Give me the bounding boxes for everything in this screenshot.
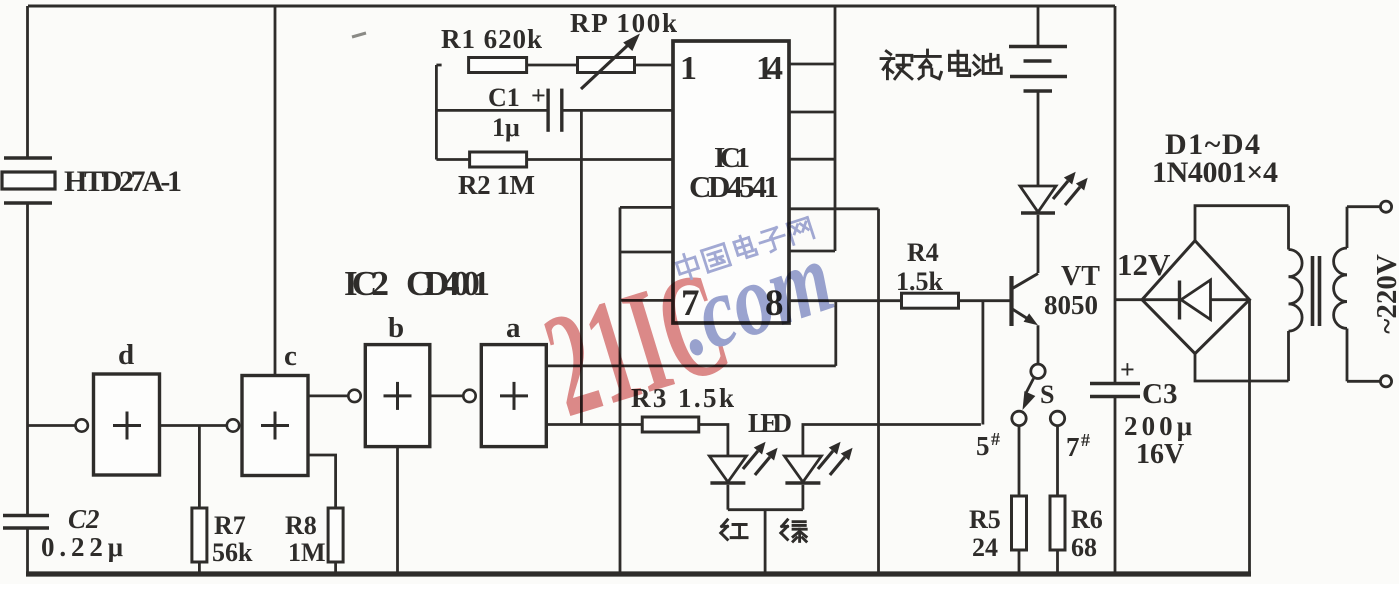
svg-text:0.22μ: 0.22μ	[41, 532, 123, 562]
svg-text:CD4541: CD4541	[689, 169, 779, 204]
svg-text:12V: 12V	[1117, 247, 1171, 282]
svg-text:VT: VT	[1061, 261, 1100, 292]
svg-text:~220V: ~220V	[1371, 254, 1399, 334]
svg-text:14: 14	[756, 50, 783, 87]
svg-text:a: a	[506, 312, 521, 344]
svg-text:1M: 1M	[288, 538, 326, 567]
svg-text:b: b	[388, 312, 404, 344]
svg-text:5: 5	[976, 431, 990, 461]
svg-text:d: d	[118, 339, 134, 371]
svg-text:R4: R4	[907, 238, 939, 267]
svg-text:16V: 16V	[1136, 439, 1184, 470]
svg-text:c: c	[284, 340, 297, 372]
svg-text:R7: R7	[214, 511, 246, 540]
svg-text:7: 7	[1066, 432, 1080, 462]
svg-text:S: S	[1040, 380, 1054, 409]
svg-text:#: #	[1081, 430, 1090, 450]
svg-text:7: 7	[681, 283, 700, 324]
svg-text:R2 1M: R2 1M	[458, 170, 535, 200]
svg-text:+: +	[531, 81, 546, 110]
svg-text:R6: R6	[1071, 505, 1103, 534]
svg-text:RP 100k: RP 100k	[570, 8, 677, 38]
svg-text:HTD27A-1: HTD27A-1	[64, 165, 182, 198]
svg-text:8: 8	[765, 283, 784, 324]
svg-text:D1~D4: D1~D4	[1165, 128, 1260, 161]
svg-text:24: 24	[972, 533, 998, 562]
svg-text:R5: R5	[969, 505, 1001, 534]
svg-text:R1 620k: R1 620k	[441, 24, 542, 54]
svg-text:LED: LED	[748, 408, 792, 438]
svg-text:C1: C1	[488, 83, 520, 112]
svg-text:68: 68	[1071, 533, 1097, 562]
svg-text:8050: 8050	[1044, 290, 1098, 320]
svg-text:C2: C2	[68, 504, 100, 534]
svg-text:56k: 56k	[212, 538, 253, 567]
svg-text:C3: C3	[1142, 378, 1177, 410]
svg-text:1N4001×4: 1N4001×4	[1152, 156, 1278, 189]
svg-text:IC1: IC1	[714, 142, 750, 174]
svg-text:1.5k: 1.5k	[896, 267, 944, 296]
svg-text:+: +	[1120, 355, 1135, 384]
svg-text:R8: R8	[285, 511, 317, 540]
svg-text:1: 1	[680, 50, 697, 87]
svg-text:1μ: 1μ	[492, 113, 520, 142]
svg-text:IC2: IC2	[344, 264, 389, 303]
svg-text:#: #	[991, 429, 1000, 449]
svg-text:CD4001: CD4001	[406, 264, 490, 303]
